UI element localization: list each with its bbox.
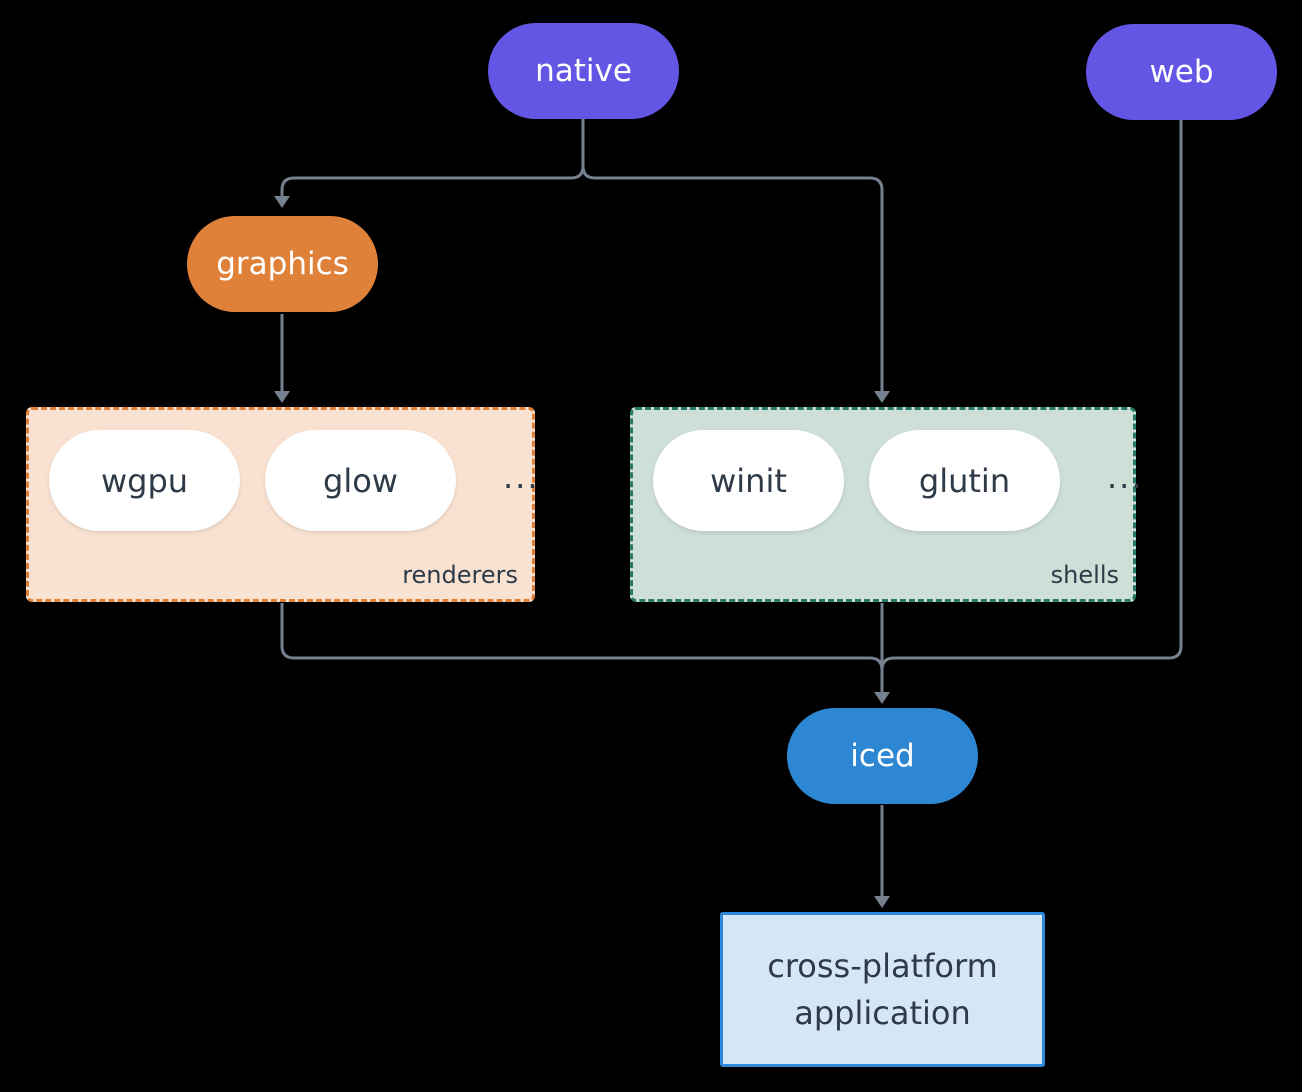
arrowhead bbox=[274, 196, 290, 208]
arrowhead bbox=[874, 692, 890, 704]
node-cross-platform-application: cross-platform application bbox=[720, 912, 1045, 1067]
edge-native-graphics bbox=[280, 119, 585, 196]
app-label-line2: application bbox=[794, 993, 971, 1032]
node-iced-label: iced bbox=[850, 738, 915, 774]
arrowhead bbox=[874, 391, 890, 403]
node-native-label: native bbox=[535, 53, 632, 89]
node-glutin: glutin bbox=[869, 430, 1060, 531]
node-graphics: graphics bbox=[187, 216, 378, 312]
node-wgpu: wgpu bbox=[49, 430, 240, 531]
node-web: web bbox=[1086, 24, 1277, 120]
group-renderers-label: renderers bbox=[402, 561, 518, 589]
app-label-line1: cross-platform bbox=[767, 946, 998, 985]
shells-ellipsis: ... bbox=[1107, 457, 1144, 496]
edge-native-shells bbox=[581, 165, 884, 391]
shells-pill-row: winit glutin ... bbox=[653, 430, 1144, 531]
arrowhead bbox=[274, 391, 290, 403]
node-wgpu-label: wgpu bbox=[100, 461, 189, 500]
node-native: native bbox=[488, 23, 679, 119]
node-web-label: web bbox=[1149, 54, 1214, 90]
renderers-pill-row: wgpu glow ... bbox=[49, 430, 540, 531]
node-glow-label: glow bbox=[323, 461, 398, 500]
group-shells: winit glutin ... shells bbox=[630, 407, 1142, 602]
node-winit-label: winit bbox=[710, 461, 787, 500]
node-glow: glow bbox=[265, 430, 456, 531]
group-shells-label: shells bbox=[1050, 561, 1119, 589]
edge-renderers-iced bbox=[280, 603, 884, 671]
node-winit: winit bbox=[653, 430, 844, 531]
node-graphics-label: graphics bbox=[216, 246, 349, 282]
node-iced: iced bbox=[787, 708, 978, 804]
group-renderers: wgpu glow ... renderers bbox=[26, 407, 538, 602]
renderers-ellipsis: ... bbox=[503, 457, 540, 496]
arrowhead bbox=[874, 896, 890, 908]
node-glutin-label: glutin bbox=[918, 461, 1011, 500]
